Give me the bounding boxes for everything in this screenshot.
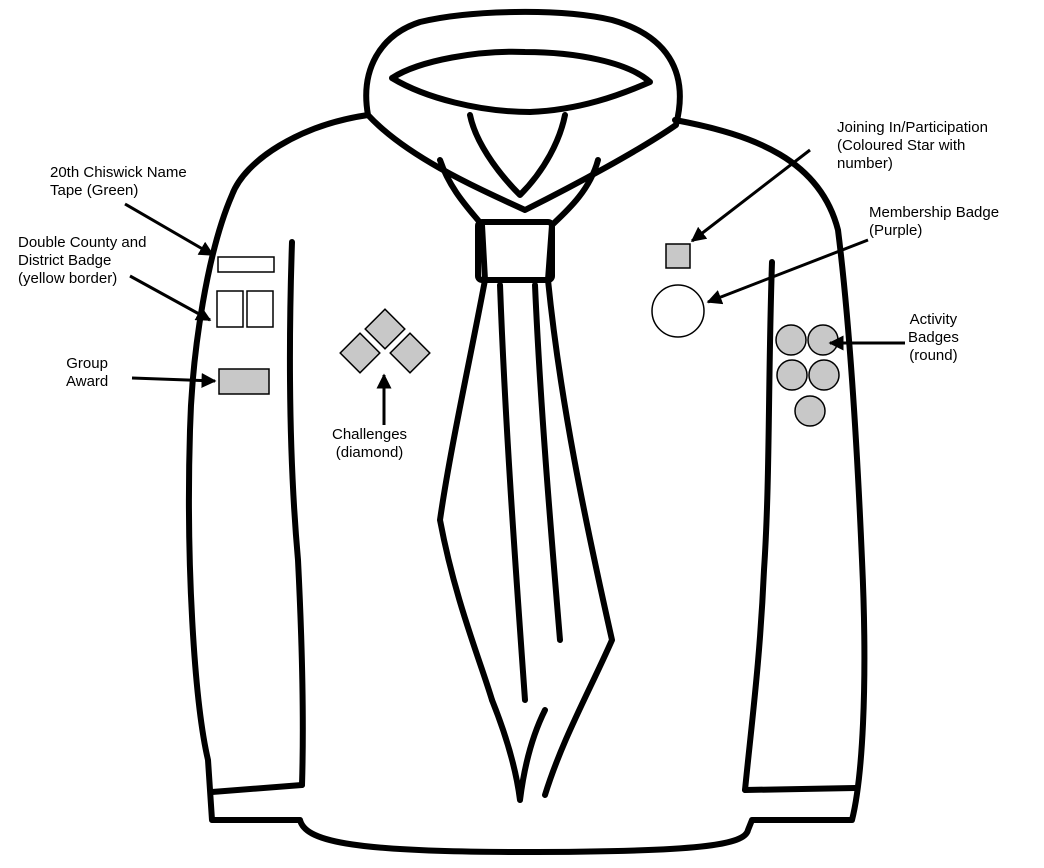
label-line: (round) — [909, 347, 958, 364]
arrow-name-tape — [124, 202, 215, 257]
label-line: Group — [66, 355, 108, 372]
label-line: Tape (Green) — [50, 182, 139, 199]
label-line: District Badge — [18, 252, 112, 269]
district-badge — [246, 290, 274, 328]
activity-label: Activity Badges (round) — [908, 311, 959, 365]
collar-inner — [389, 48, 653, 115]
neckerchief-left — [437, 157, 495, 703]
name-tape-label: 20th Chiswick Name Tape (Green) — [50, 164, 187, 200]
group-award-label: Group Award — [66, 355, 108, 391]
label-line: Activity — [909, 311, 958, 328]
activity-badge — [807, 324, 839, 356]
joining-in-label: Joining In/Participation (Coloured Star … — [837, 119, 988, 173]
challenge-diamond-right — [389, 332, 431, 374]
label-line: number) — [837, 155, 893, 172]
activity-badge — [776, 359, 808, 391]
arrow-group-award — [131, 373, 217, 389]
joining-in-badge — [665, 243, 691, 269]
arrow-membership — [706, 238, 869, 305]
activity-badge — [794, 395, 826, 427]
left-cuff-line — [209, 782, 305, 795]
right-sleeve-line — [742, 259, 775, 793]
label-line: Challenges — [332, 426, 408, 443]
right-cuff-line — [742, 785, 858, 793]
name-tape-badge — [217, 256, 275, 273]
label-line: Double County and — [18, 234, 147, 251]
membership-label: Membership Badge (Purple) — [869, 204, 999, 240]
county-district-label: Double County and District Badge (yellow… — [18, 234, 146, 288]
challenge-diamond-left — [339, 332, 381, 374]
label-line: Badges — [908, 329, 959, 346]
membership-badge — [651, 284, 705, 338]
label-line: (Coloured Star with — [837, 137, 966, 154]
label-line: 20th Chiswick Name — [50, 164, 187, 181]
arrow-county-district — [129, 274, 212, 322]
label-line: Membership Badge — [869, 204, 1000, 221]
activity-badge — [808, 359, 840, 391]
challenges-label: Challenges (diamond) — [332, 426, 407, 462]
neckerchief-right — [542, 157, 615, 798]
neckerchief-fold — [497, 282, 528, 703]
neckline — [467, 112, 568, 198]
label-line: Award — [66, 373, 109, 390]
left-sleeve-line — [287, 239, 306, 788]
label-line: (yellow border) — [18, 270, 118, 287]
collar-outer — [363, 8, 683, 213]
challenge-diamond-top — [364, 308, 406, 350]
neckerchief-fold-2 — [532, 282, 563, 643]
neckerchief-tail — [489, 697, 548, 803]
county-badge — [216, 290, 244, 328]
label-line: (Purple) — [869, 222, 923, 239]
label-line: (diamond) — [335, 444, 404, 461]
group-award-badge — [218, 368, 270, 395]
label-line: Joining In/Participation — [837, 119, 988, 136]
arrow-joining-in — [690, 148, 811, 243]
woggle — [475, 219, 555, 283]
activity-badge — [775, 324, 807, 356]
